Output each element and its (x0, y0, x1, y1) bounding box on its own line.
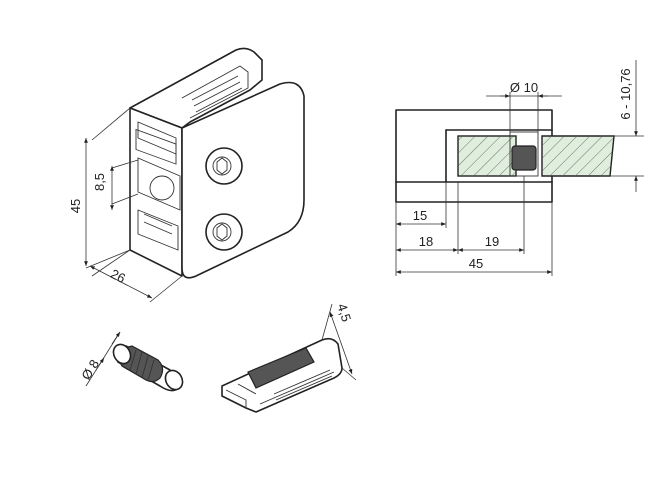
insert-isometric-view: 4,5 (221, 302, 357, 413)
dim-pin: Ø 8 (78, 357, 102, 383)
dim-19: 19 (485, 234, 499, 249)
dim-height: 45 (68, 199, 83, 213)
screw-top (205, 147, 243, 185)
screw-bottom (205, 213, 243, 251)
clamp-top-slot (181, 65, 249, 119)
upper-slot (137, 121, 177, 155)
insert-rubber-pad (247, 347, 315, 389)
lower-slot (137, 209, 179, 251)
dim-slot: 8,5 (92, 173, 107, 191)
dim-glass-thickness: 6 - 10,76 (618, 68, 633, 119)
clamp-isometric-view: 45 8,5 26 (68, 47, 305, 303)
glass-slot (137, 157, 181, 211)
dim-insert: 4,5 (334, 302, 354, 324)
clamp-front-face (181, 81, 305, 279)
clamp-top-face (129, 47, 263, 129)
dim-18: 18 (419, 234, 433, 249)
clamp-section-view: Ø 10 6 - 10,76 15 18 19 45 (395, 60, 644, 276)
bore-hole (149, 175, 175, 201)
pin-isometric-view: Ø 8 (78, 331, 184, 392)
dim-bore: Ø 10 (510, 80, 538, 95)
dim-width: 45 (469, 256, 483, 271)
rubber-pin-section (511, 145, 537, 171)
dim-15: 15 (413, 208, 427, 223)
dim-depth: 26 (108, 266, 128, 286)
